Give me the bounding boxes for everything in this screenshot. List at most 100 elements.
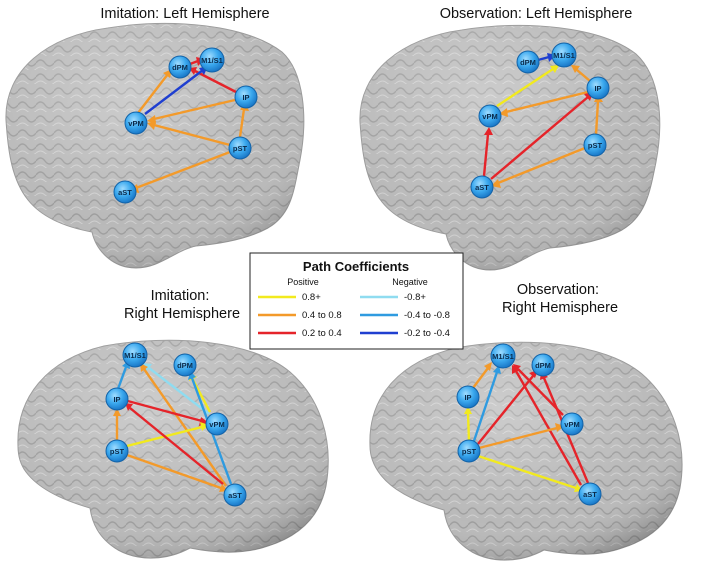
node-label: IP [464,393,471,402]
panel-title: Imitation: Right Hemisphere [124,288,240,322]
legend: Path Coefficients Positive Negative 0.8+… [249,252,464,350]
edge-ip-to-vpm [123,398,203,423]
node-dpm: dPM [168,55,192,79]
node-ast: aST [113,180,137,204]
arrowhead [550,65,559,73]
node-m1s1: M1/S1 [199,47,225,73]
arrowhead [512,365,520,374]
arrowhead [113,408,121,416]
legend-label-neg-mid: -0.4 to -0.8 [404,310,450,321]
edge-ip-to-m1s1 [116,366,128,390]
legend-positive-header: Positive [287,277,319,287]
edge-pst-to-ast [126,453,222,490]
panel-title-line: Right Hemisphere [502,300,618,316]
edge-dpm-to-m1s1 [537,55,550,62]
panel-observation-left: Observation: Left Hemisphere dPM M1/S [359,6,661,271]
panel-title-line: Imitation: [151,288,210,304]
node-m1s1: M1/S1 [551,42,577,68]
arrowhead [571,65,580,73]
edge-ast-to-ip [129,407,224,485]
edge-ast-to-vpm [482,133,490,177]
panel-title-line: Observation: [517,282,599,298]
node-vpm: vPM [478,104,502,128]
node-m1s1: M1/S1 [122,342,148,368]
node-vpm: vPM [205,412,229,436]
edge-ast-to-m1s1 [143,368,227,487]
edge-pst-to-ast [497,146,586,185]
brain-left-hemisphere [359,24,661,271]
node-label: M1/S1 [201,56,223,65]
panel-title: Observation: Right Hemisphere [502,282,618,316]
edge-pst-to-ast [135,150,231,190]
panel-title: Observation: Left Hemisphere [440,6,633,22]
edge-dpm-to-m1s1 [189,59,199,66]
nodes: dPM M1/S1 IP vPM pST aST [113,47,258,204]
node-vpm: vPM [124,111,148,135]
legend-label-neg-low: -0.2 to -0.4 [404,328,450,339]
edge-pst-to-ast [477,454,577,490]
node-label: vPM [564,420,579,429]
node-label: dPM [535,361,551,370]
nodes: M1/S1 dPM IP vPM pST aST [105,342,247,507]
node-label: dPM [177,361,193,370]
edge-ip-to-dpm [194,69,237,94]
edge-ast-to-ip [490,96,589,180]
edge-pst-to-ip [594,100,600,136]
panel-title: Imitation: Left Hemisphere [100,6,269,22]
legend-label-pos-mid: 0.4 to 0.8 [302,310,342,321]
node-label: pST [462,447,477,456]
edges [129,57,249,193]
node-vpm: vPM [560,412,584,436]
node-label: aST [475,183,489,192]
arrowhead [147,121,156,130]
brain-right-hemisphere [369,341,683,561]
node-label: vPM [209,420,224,429]
node-label: dPM [520,58,536,67]
arrowhead [464,406,472,414]
edge-vpm-to-m1s1 [148,367,210,415]
node-label: M1/S1 [124,351,146,360]
legend-label-pos-high: 0.8+ [302,292,321,303]
edges [482,53,603,188]
edge-pst-to-vpm [153,123,231,147]
node-pst: pST [457,439,481,463]
node-ip: IP [456,385,480,409]
edge-ip-to-m1s1 [576,69,591,82]
node-dpm: dPM [173,353,197,377]
panel-observation-right: Observation: Right Hemisphere [369,282,683,561]
node-label: vPM [128,119,143,128]
edge-vpm-to-m1s1 [144,69,204,115]
node-label: IP [113,395,120,404]
arrowhead [484,362,492,371]
panel-title-line: Observation: Left Hemisphere [440,6,633,22]
node-pst: pST [105,439,129,463]
panel-title-line: Right Hemisphere [124,306,240,322]
node-label: IP [594,84,601,93]
edge-pst-to-dpm [477,375,534,445]
node-label: M1/S1 [492,352,514,361]
node-label: vPM [482,112,497,121]
node-label: pST [110,447,125,456]
arrowhead [484,127,493,135]
node-label: aST [583,490,597,499]
node-ip: IP [586,76,610,100]
node-label: aST [228,491,242,500]
edge-ip-to-vpm [153,98,236,121]
node-label: IP [242,93,249,102]
brain-right-hemisphere [17,339,329,559]
panel-title-line: Imitation: Left Hemisphere [100,6,269,22]
node-label: aST [118,188,132,197]
arrowhead [125,403,133,411]
node-label: dPM [172,63,188,72]
legend-negative-header: Negative [392,277,428,287]
node-pst: pST [583,133,607,157]
node-ast: aST [223,483,247,507]
node-label: pST [233,144,248,153]
edge-ip-to-m1s1 [472,367,489,389]
node-pst: pST [228,136,252,160]
nodes: dPM M1/S1 IP vPM pST aST [470,42,610,199]
edge-ast-to-m1s1 [514,370,583,486]
panel-imitation-left: Imitation: Left Hemisphere dPM M1/S1 [5,6,305,269]
